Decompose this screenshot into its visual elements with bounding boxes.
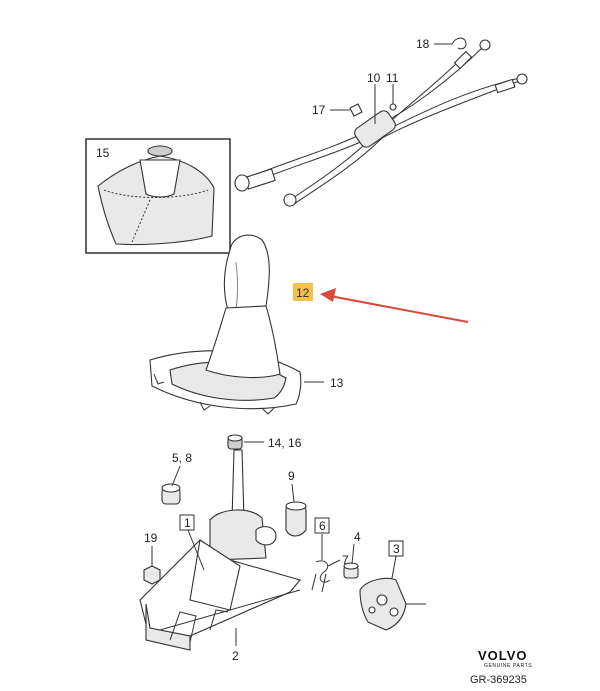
part-19-nut	[143, 565, 161, 585]
volvo-brand-logo: VOLVO GENUINE PARTS	[478, 648, 532, 669]
diagram-reference: GR-369235	[470, 674, 527, 686]
box-label-1	[179, 514, 195, 531]
part-9-mount	[285, 501, 307, 537]
lever-housing-part-1-2	[139, 449, 301, 651]
shifter-boot-part-13	[149, 305, 302, 415]
brand-subtitle: GENUINE PARTS	[484, 663, 532, 669]
label-4: 4	[354, 530, 361, 544]
label-11: 11	[386, 71, 399, 85]
highlight-arrow	[320, 288, 469, 323]
label-9: 9	[288, 469, 295, 483]
label-3: 3	[393, 542, 400, 556]
label-12: 12	[296, 286, 310, 300]
label-13: 13	[330, 376, 344, 390]
inset-box-part-15	[85, 138, 231, 254]
part-7-spring	[311, 560, 331, 593]
label-18: 18	[416, 37, 430, 51]
part-3-sensor-plate	[359, 577, 407, 631]
part-labels: 18 10 11 17 15 12 13 14, 16 5, 8 9 1 6 1…	[96, 37, 430, 663]
label-6: 6	[319, 519, 326, 533]
highlight-box-12	[293, 283, 313, 301]
label-5-8: 5, 8	[172, 451, 192, 465]
gear-knob-part-12	[223, 234, 270, 311]
label-15: 15	[96, 146, 110, 160]
label-14-16: 14, 16	[268, 436, 302, 450]
box-label-3	[388, 540, 404, 557]
label-10: 10	[367, 71, 381, 85]
bushing-part-14-16	[227, 434, 243, 450]
shift-cables	[234, 37, 528, 207]
label-1: 1	[184, 516, 191, 530]
label-17: 17	[312, 103, 326, 117]
label-19: 19	[144, 531, 158, 545]
leader-lines	[151, 43, 452, 646]
label-2: 2	[232, 649, 239, 663]
part-4-bolt	[343, 562, 359, 579]
brand-name: VOLVO	[478, 648, 528, 663]
part-5-8-clip	[161, 483, 181, 505]
label-7: 7	[342, 553, 349, 567]
box-label-6	[314, 517, 330, 534]
